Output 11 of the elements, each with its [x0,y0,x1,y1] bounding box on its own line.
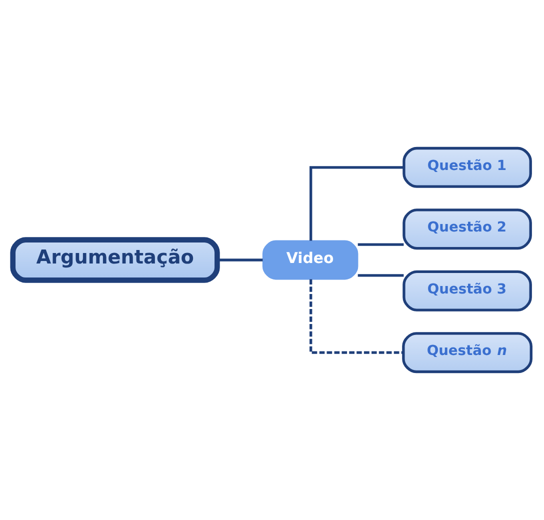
node-box: Questão 3 [402,270,532,312]
connector [310,166,404,241]
node-box: Video [262,240,358,280]
connector [217,258,263,262]
node-box: Questão n [402,332,532,374]
connector [358,274,404,277]
node-box: Questão 1 [402,146,532,188]
node-box: Argumentação [10,237,220,283]
connector [310,279,404,354]
node-box: Questão 2 [402,208,532,250]
connector [358,243,404,246]
